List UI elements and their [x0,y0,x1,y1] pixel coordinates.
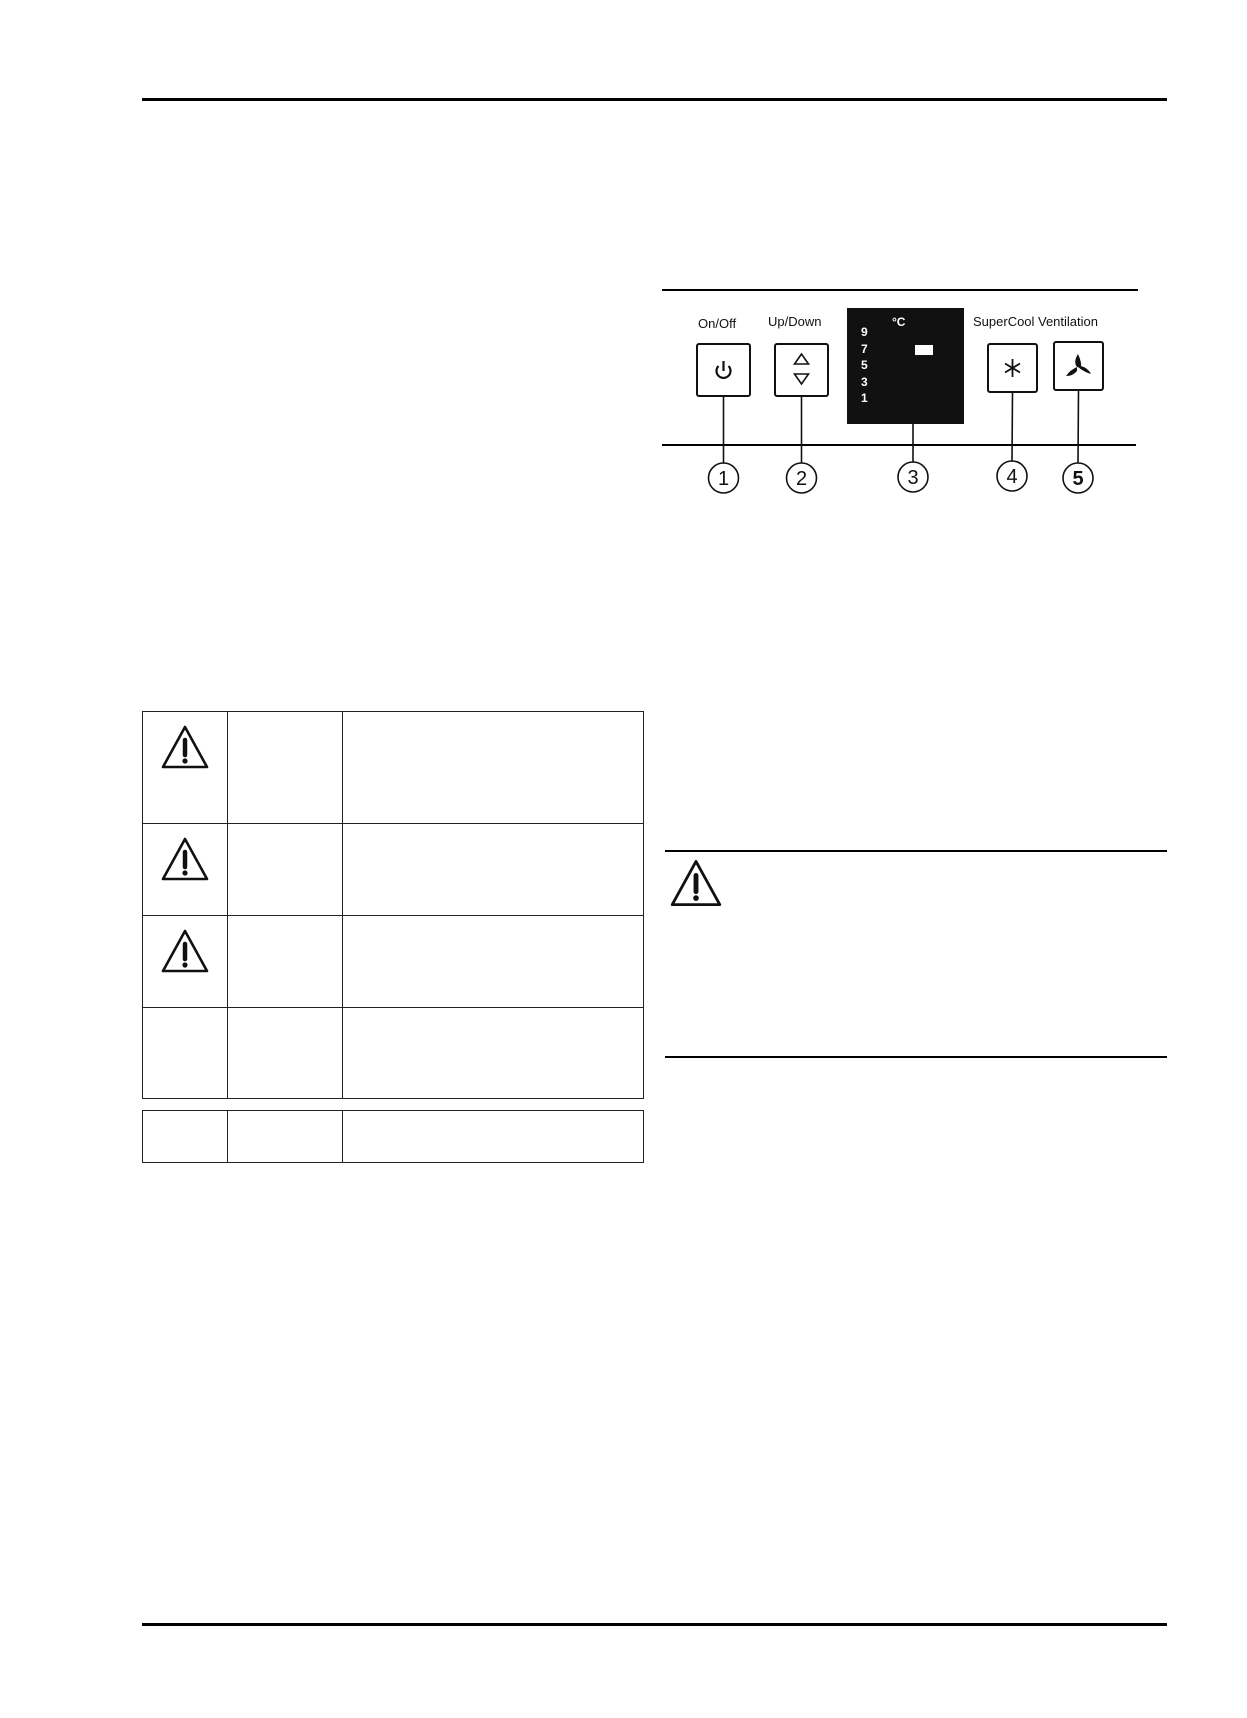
caution-box [665,850,1167,1058]
ventilation-button[interactable] [1053,341,1104,391]
supercool-button[interactable] [987,343,1038,393]
supercool-label: SuperCool [973,314,1035,329]
description-cell [342,823,644,916]
scale-value: 7 [861,341,868,356]
description-cell [342,1007,644,1099]
signal-word-cell [227,915,343,1008]
on-off-button[interactable] [696,343,751,397]
warning-triangle-icon [161,929,209,973]
control-panel-drawing: 1 2 3 4 5 [662,289,1138,494]
scale-value: 3 [861,374,868,389]
table-row [142,1110,644,1163]
table-row [142,823,644,916]
description-cell [342,711,644,824]
footer-rule [142,1623,1167,1626]
on-off-label: On/Off [698,316,737,331]
callout-2-number: 2 [796,468,807,490]
up-down-arrows-icon [792,352,811,386]
warning-triangle-icon [161,837,209,881]
display-unit: °C [892,315,906,329]
control-panel-diagram: 1 2 3 4 5 On/Off Up/Down SuperCool Venti… [660,280,1140,510]
ventilation-label: Ventilation [1038,314,1098,329]
signal-word-cell [227,711,343,824]
callout-1-number: 1 [718,468,729,490]
up-down-label: Up/Down [768,314,822,329]
callout-1 [707,462,740,494]
description-cell [342,1110,644,1163]
fan-icon [1066,354,1091,376]
callout-3-number: 3 [907,467,918,489]
temperature-display [847,308,964,424]
icon-cell [142,1007,228,1099]
hazard-table [142,711,644,1099]
icon-cell [142,711,228,824]
snowflake-icon [1004,359,1021,377]
table-row [142,711,644,824]
callout-4-number: 4 [1006,466,1017,488]
callout-5-number: 5 [1072,468,1083,490]
up-down-button[interactable] [774,343,829,397]
header-rule [142,98,1167,101]
icon-cell [142,1110,228,1163]
warning-triangle-icon [161,725,209,769]
power-icon [715,361,732,379]
icon-cell [142,823,228,916]
warning-triangle-icon [670,859,722,907]
scale-value: 1 [861,391,868,405]
signal-word-cell [227,1110,343,1163]
table-row [142,915,644,1008]
signal-word-cell [227,1007,343,1099]
icon-cell [142,915,228,1008]
callout-4 [996,460,1028,492]
display-scale: 9 7 5 3 1 [861,324,868,407]
callout-2 [785,462,818,494]
signal-word-cell [227,823,343,916]
callout-3 [897,461,929,493]
scale-value: 5 [861,358,868,372]
table-row [142,1007,644,1099]
scale-value: 9 [861,325,868,339]
hazard-table-extra [142,1110,644,1163]
callout-5 [1062,462,1094,494]
description-cell [342,915,644,1008]
